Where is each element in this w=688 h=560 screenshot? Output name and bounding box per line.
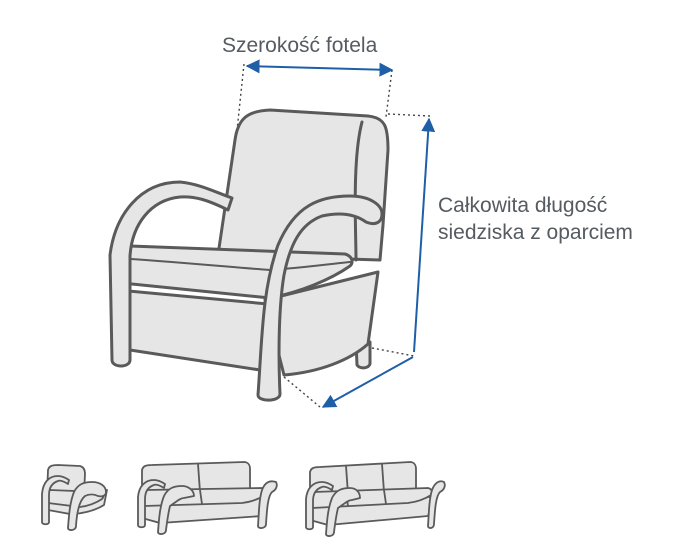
armchair-icon <box>41 464 108 531</box>
three-seat-sofa-icon <box>305 461 446 537</box>
seat-width-label: Szerokość fotela <box>222 34 378 57</box>
dimension-arrows <box>245 59 436 408</box>
armchair-drawing <box>108 108 390 402</box>
length-arrow-diagonal <box>321 356 414 408</box>
extension-lines <box>235 63 431 408</box>
total-seat-length-label-line1: Całkowita długość <box>438 194 608 217</box>
length-arrow-vertical <box>413 117 436 353</box>
total-seat-length-label: Całkowita długość siedziska z oparciem <box>438 192 633 246</box>
total-seat-length-label-line2: siedziska z oparciem <box>438 221 633 244</box>
two-seat-sofa-icon <box>137 461 278 535</box>
width-arrow <box>245 59 394 77</box>
